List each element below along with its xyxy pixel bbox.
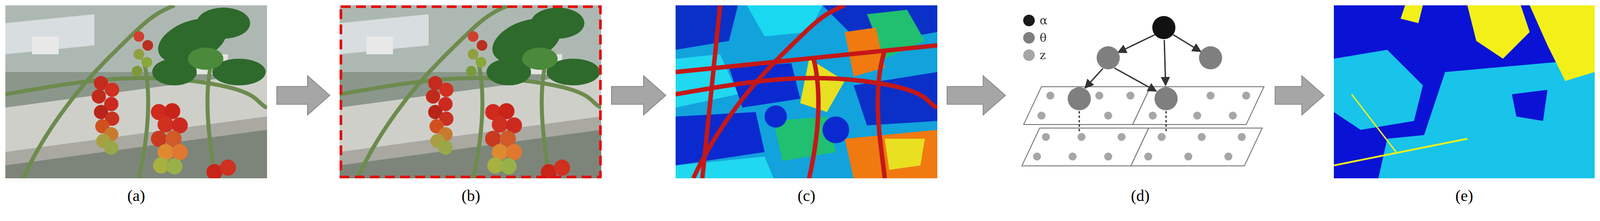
panel-node: (b): [339, 5, 602, 215]
panel-node: (c): [675, 5, 938, 215]
block-arrow: [611, 76, 666, 116]
panel-caption: (d): [1130, 186, 1150, 206]
legend-swatch: [1023, 14, 1035, 27]
result-panel: [1333, 5, 1595, 179]
block-arrow: [276, 76, 330, 116]
segmentation-panel: [675, 5, 938, 179]
legend-label: θ: [1039, 31, 1047, 45]
photo-panel: [5, 5, 268, 181]
legend-label: z: [1039, 48, 1046, 62]
panel-node: (d): [1015, 5, 1266, 215]
block-arrow: [947, 76, 1006, 116]
panel-node: (a): [5, 5, 268, 215]
panel-caption: (c): [797, 186, 816, 206]
block-arrow: [1275, 76, 1325, 116]
photo-panel-framed: [339, 5, 602, 181]
legend-label: α: [1039, 13, 1048, 28]
panel-caption: (b): [461, 186, 481, 206]
graphical-model: [1021, 16, 1264, 167]
panel-caption: (a): [127, 186, 146, 206]
legend-swatch: [1023, 49, 1035, 61]
panel-node: (e): [1333, 5, 1595, 215]
panel-caption: (e): [1455, 186, 1474, 206]
legend-swatch: [1023, 32, 1035, 44]
